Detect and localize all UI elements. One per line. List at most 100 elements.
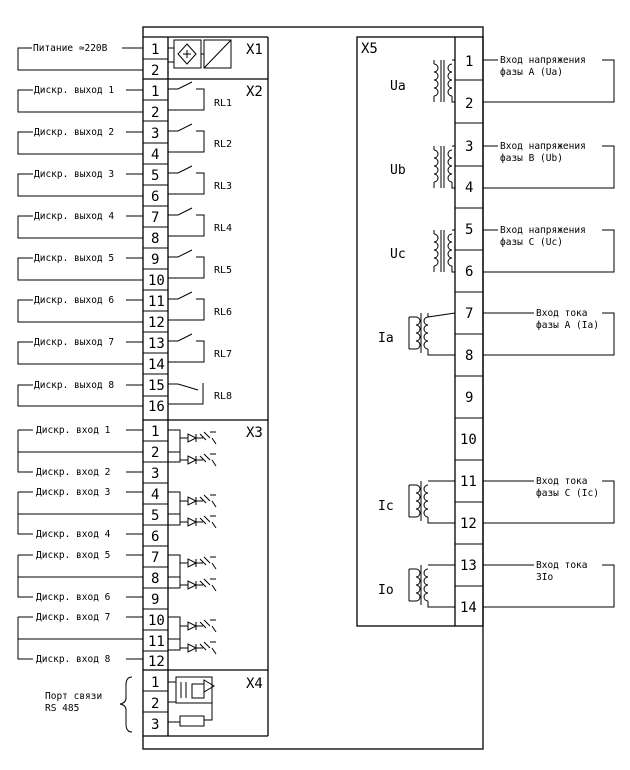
connector-x2-label: X2 [246, 84, 263, 100]
measure-label-line2: фазы А (Ua) [500, 67, 563, 78]
measure-label-line1: Вход напряжения [500, 55, 586, 66]
x3-pin: 5 [151, 508, 159, 524]
port-label-line2: RS 485 [45, 703, 79, 714]
x3-pin: 9 [151, 592, 159, 608]
relay-label: RL7 [214, 349, 232, 360]
x2-pin: 4 [151, 147, 159, 163]
measure-label-line2: 3Io [536, 572, 553, 583]
x2-pin: 5 [151, 168, 159, 184]
relay-label: RL5 [214, 265, 232, 276]
measure-label-line1: Вход тока [536, 308, 587, 319]
input-label: Дискр. вход 7 [36, 612, 110, 623]
power-wire [17, 47, 143, 71]
x2-pin: 11 [148, 294, 165, 310]
left-device-block [142, 26, 484, 750]
input-label: Дискр. вход 5 [36, 550, 110, 561]
x2-pin: 10 [148, 273, 165, 289]
input-label: Дискр. вход 2 [36, 467, 110, 478]
x2-pin: 7 [151, 210, 159, 226]
x4-pin: 3 [151, 717, 159, 733]
x5-pin: 4 [465, 180, 473, 196]
x3-pin: 4 [151, 487, 159, 503]
rs485-transceiver-symbol [168, 676, 215, 727]
output-label: Дискр. выход 8 [34, 380, 114, 391]
power-supply-symbol [168, 39, 232, 69]
x2-pin: 2 [151, 105, 159, 121]
x3-pin: 1 [151, 424, 159, 440]
relay-label: RL8 [214, 391, 232, 402]
x5-pin: 3 [465, 139, 473, 155]
measure-label-line2: фазы В (Ub) [500, 153, 563, 164]
output-labels: Дискр. выход 1 Дискр. выход 2 Дискр. вых… [34, 85, 114, 391]
port-label-line1: Порт связи [45, 691, 102, 702]
relay-label: RL1 [214, 98, 232, 109]
connector-x3-label: X3 [246, 425, 263, 441]
measure-label-line1: Вход тока [536, 476, 587, 487]
measure-label-line1: Вход напряжения [500, 225, 586, 236]
x2-pin: 12 [148, 315, 165, 331]
output-label: Дискр. выход 6 [34, 295, 114, 306]
input-labels: Дискр. вход 1 Дискр. вход 2 Дискр. вход … [36, 425, 111, 665]
x5-block [356, 36, 484, 627]
input-label: Дискр. вход 1 [36, 425, 111, 436]
x3-pin: 10 [148, 613, 165, 629]
x5-pin: 2 [465, 96, 473, 112]
relay-label: RL6 [214, 307, 232, 318]
coil-label: Io [378, 583, 394, 598]
output-wires [17, 89, 143, 407]
input-wires [17, 429, 143, 660]
transformers [408, 59, 456, 608]
coil-labels: Ua Ub Uc Ia Ic Io [378, 79, 406, 598]
x4-pin: 1 [151, 675, 159, 691]
relay-label: RL4 [214, 223, 232, 234]
x2-pin: 8 [151, 231, 159, 247]
x2-pin: 14 [148, 357, 165, 373]
x2-pin: 6 [151, 189, 159, 205]
x5-pin: 12 [460, 516, 477, 532]
input-label: Дискр. вход 3 [36, 487, 110, 498]
output-label: Дискр. выход 1 [34, 85, 114, 96]
relay-label: RL2 [214, 139, 232, 150]
x5-pin: 13 [460, 558, 477, 574]
measure-label-line2: фазы С (Uc) [500, 237, 563, 248]
x2-pin: 15 [148, 378, 165, 394]
input-label: Дискр. вход 6 [36, 592, 111, 603]
coil-label: Ua [390, 79, 406, 94]
x5-pin: 6 [465, 264, 473, 280]
x5-pin: 5 [465, 222, 473, 238]
coil-label: Uc [390, 247, 406, 262]
x5-pin: 11 [460, 474, 477, 490]
coil-label: Ub [390, 163, 406, 178]
x5-pin: 8 [465, 348, 473, 364]
x3-pin: 8 [151, 571, 159, 587]
connector-x4-label: X4 [246, 676, 263, 692]
x3-pin: 11 [148, 634, 165, 650]
x1-pin: 2 [151, 63, 159, 79]
x5-pin: 10 [460, 432, 477, 448]
x5-pin: 9 [465, 390, 473, 406]
measure-label-line2: фазы А (Ia) [536, 320, 599, 331]
measure-label-line2: фазы С (Ic) [536, 488, 599, 499]
output-label: Дискр. выход 2 [34, 127, 114, 138]
x2-pin: 16 [148, 399, 165, 415]
input-label: Дискр. вход 8 [36, 654, 111, 665]
measurement-labels: Вход напряжения фазы А (Ua) Вход напряже… [500, 55, 599, 583]
x5-pin: 14 [460, 600, 477, 616]
relay-label: RL3 [214, 181, 232, 192]
coil-label: Ic [378, 499, 394, 514]
measure-label-line1: Вход тока [536, 560, 587, 571]
x2-pin-labels: 1 2 3 4 5 6 7 8 9 10 11 12 13 14 15 16 [148, 84, 165, 415]
x3-pin: 7 [151, 550, 159, 566]
input-label: Дискр. вход 4 [36, 529, 111, 540]
x3-pin: 2 [151, 445, 159, 461]
x3-pin: 6 [151, 529, 159, 545]
x2-pin: 1 [151, 84, 159, 100]
x2-pin: 3 [151, 126, 159, 142]
x3-pin-labels: 1 2 3 4 5 6 7 8 9 10 11 12 [148, 424, 165, 670]
relay-contacts [168, 81, 205, 405]
x5-pin: 1 [465, 54, 473, 70]
connector-x5-label: X5 [361, 41, 378, 57]
x5-pin-labels: 1 2 3 4 5 6 7 8 9 10 11 12 13 14 [460, 54, 477, 616]
x2-pin: 9 [151, 252, 159, 268]
coil-label: Ia [378, 331, 394, 346]
